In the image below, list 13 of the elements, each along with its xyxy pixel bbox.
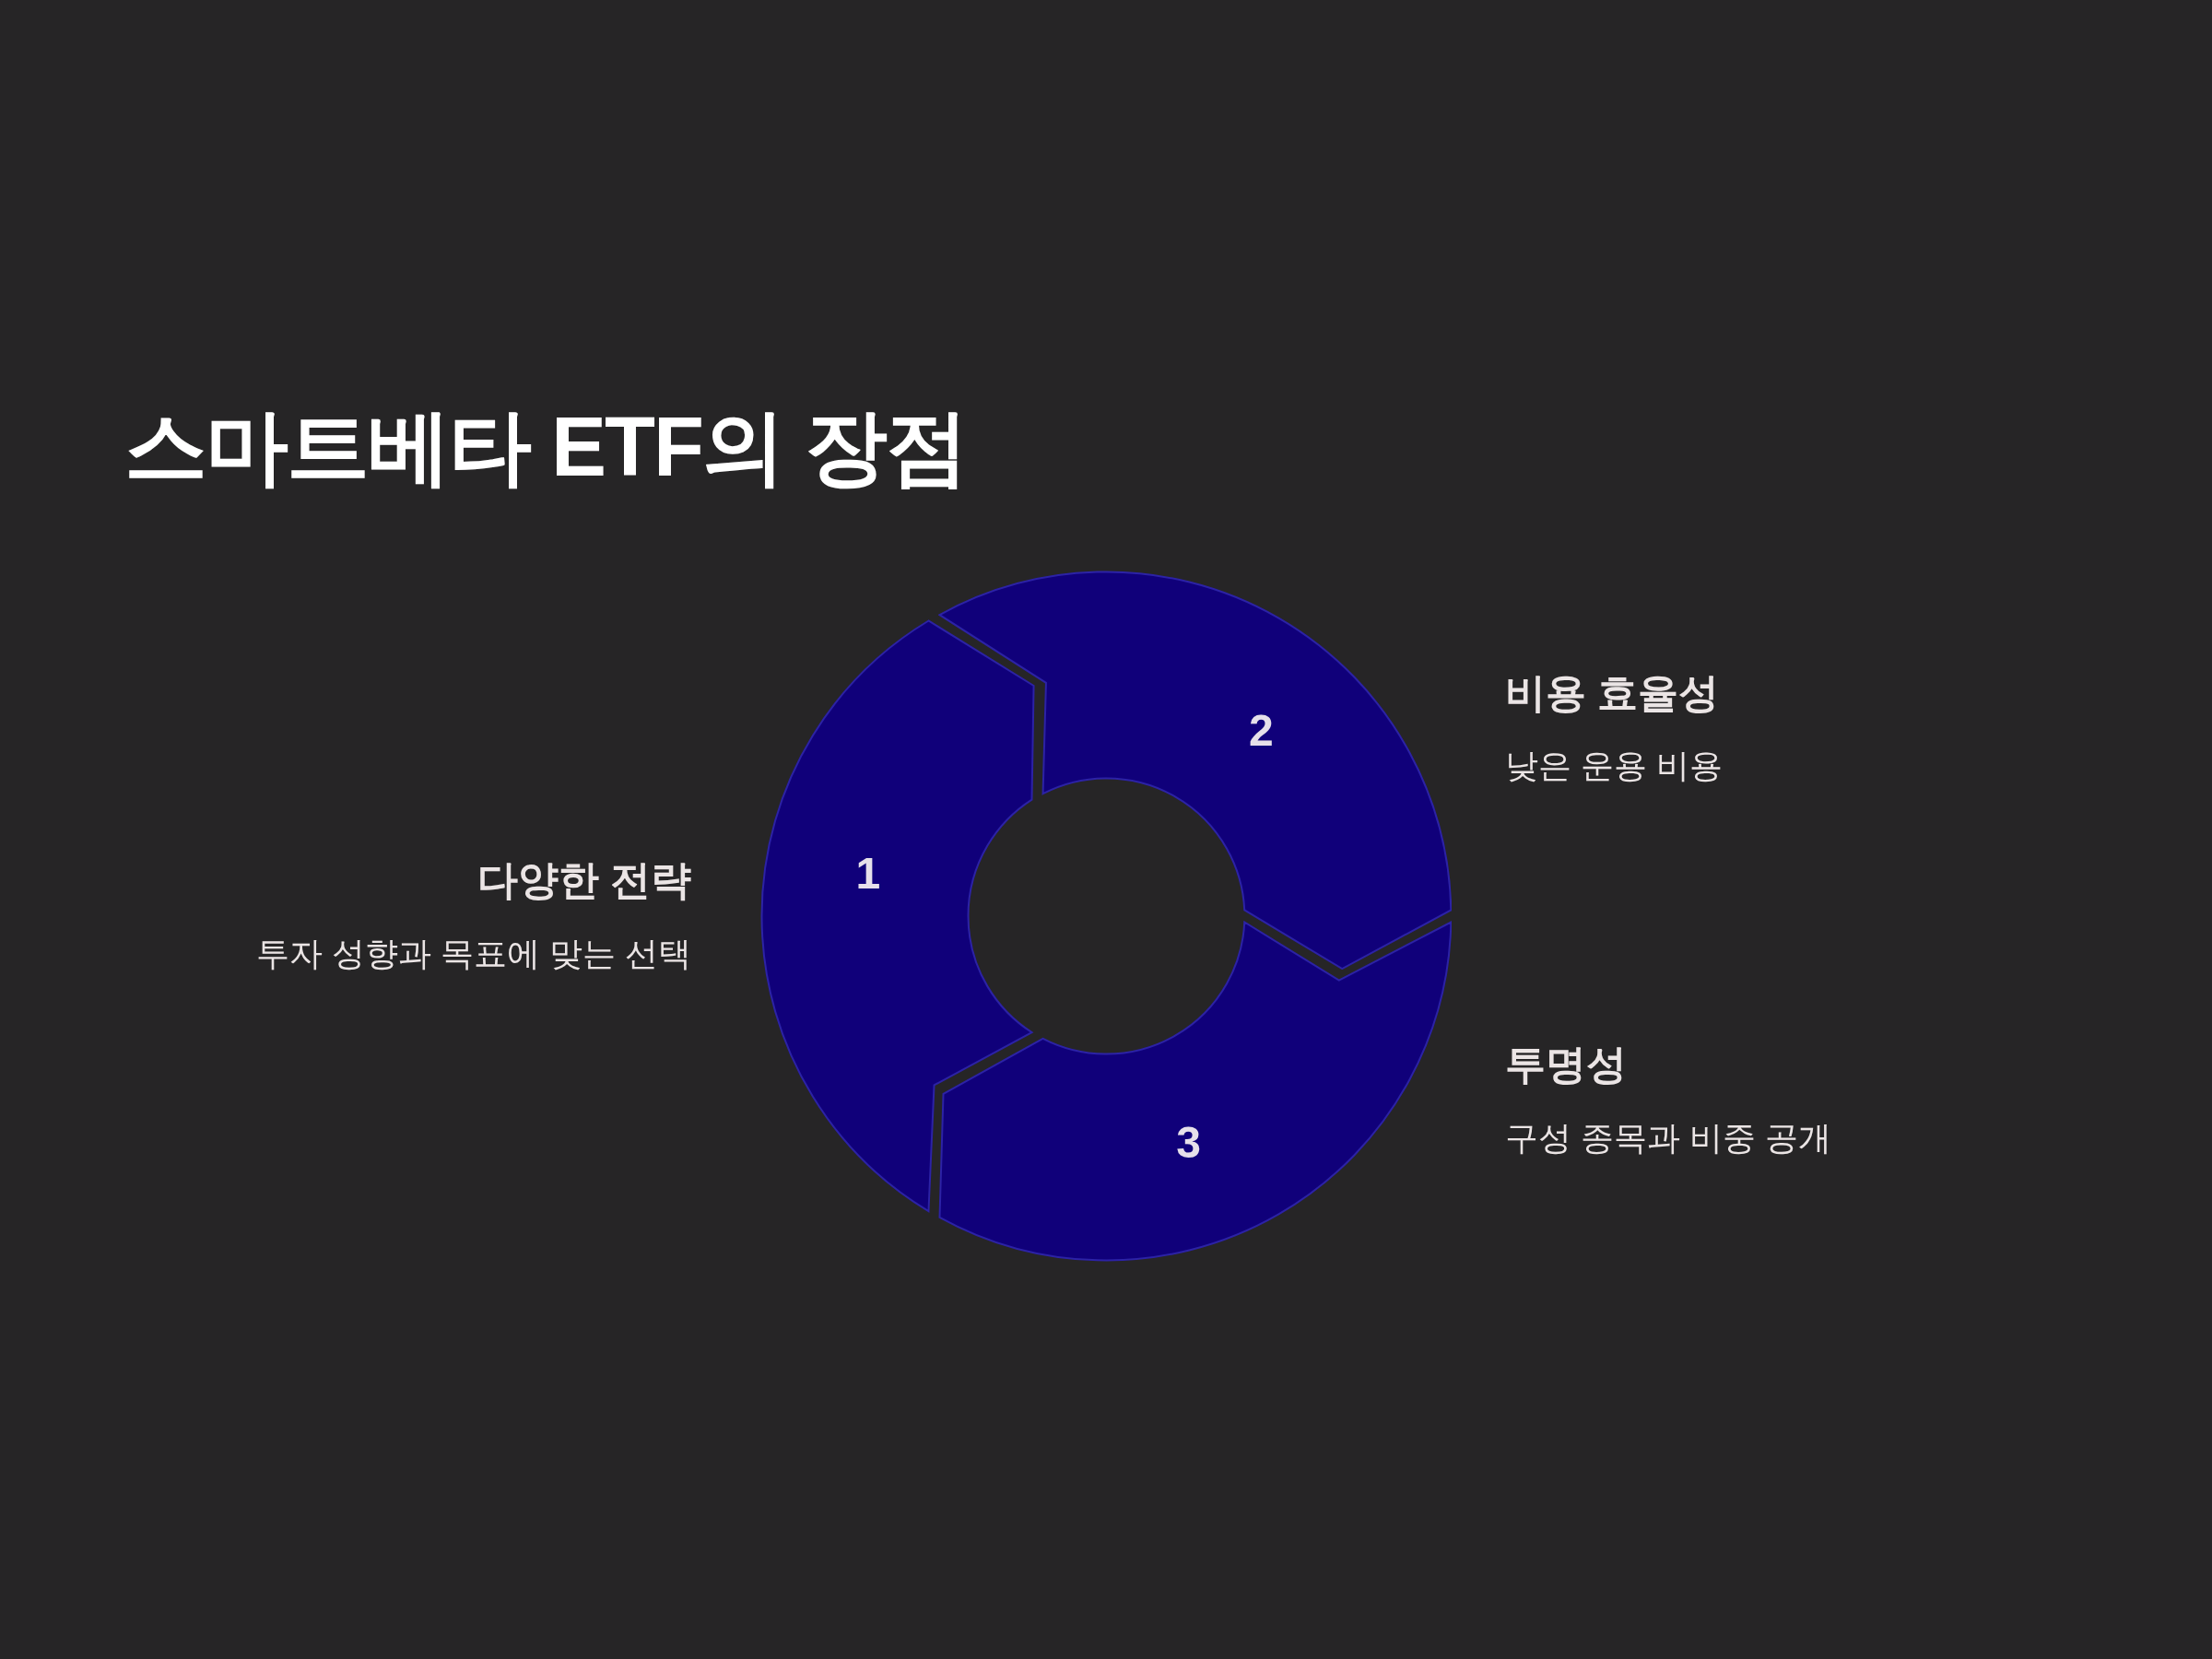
slide-title: 스마트베타 ETF의 장점 [124, 400, 967, 495]
step-number: 2 [1249, 705, 1274, 758]
feature-heading: 다양한 전략 [477, 855, 691, 904]
feature-description: 투자 성향과 목표에 맞는 선택 [256, 934, 691, 974]
donut-segment [937, 570, 1453, 971]
feature-heading: 투명성 [1505, 1040, 1627, 1088]
feature-description: 낮은 운용 비용 [1505, 746, 1723, 786]
step-number: 1 [855, 848, 881, 900]
donut-segment [937, 921, 1453, 1263]
feature-heading: 비용 효율성 [1505, 668, 1720, 717]
feature-description: 구성 종목과 비중 공개 [1505, 1118, 1831, 1159]
step-number: 3 [1176, 1117, 1201, 1170]
donut-segment [759, 619, 1035, 1213]
